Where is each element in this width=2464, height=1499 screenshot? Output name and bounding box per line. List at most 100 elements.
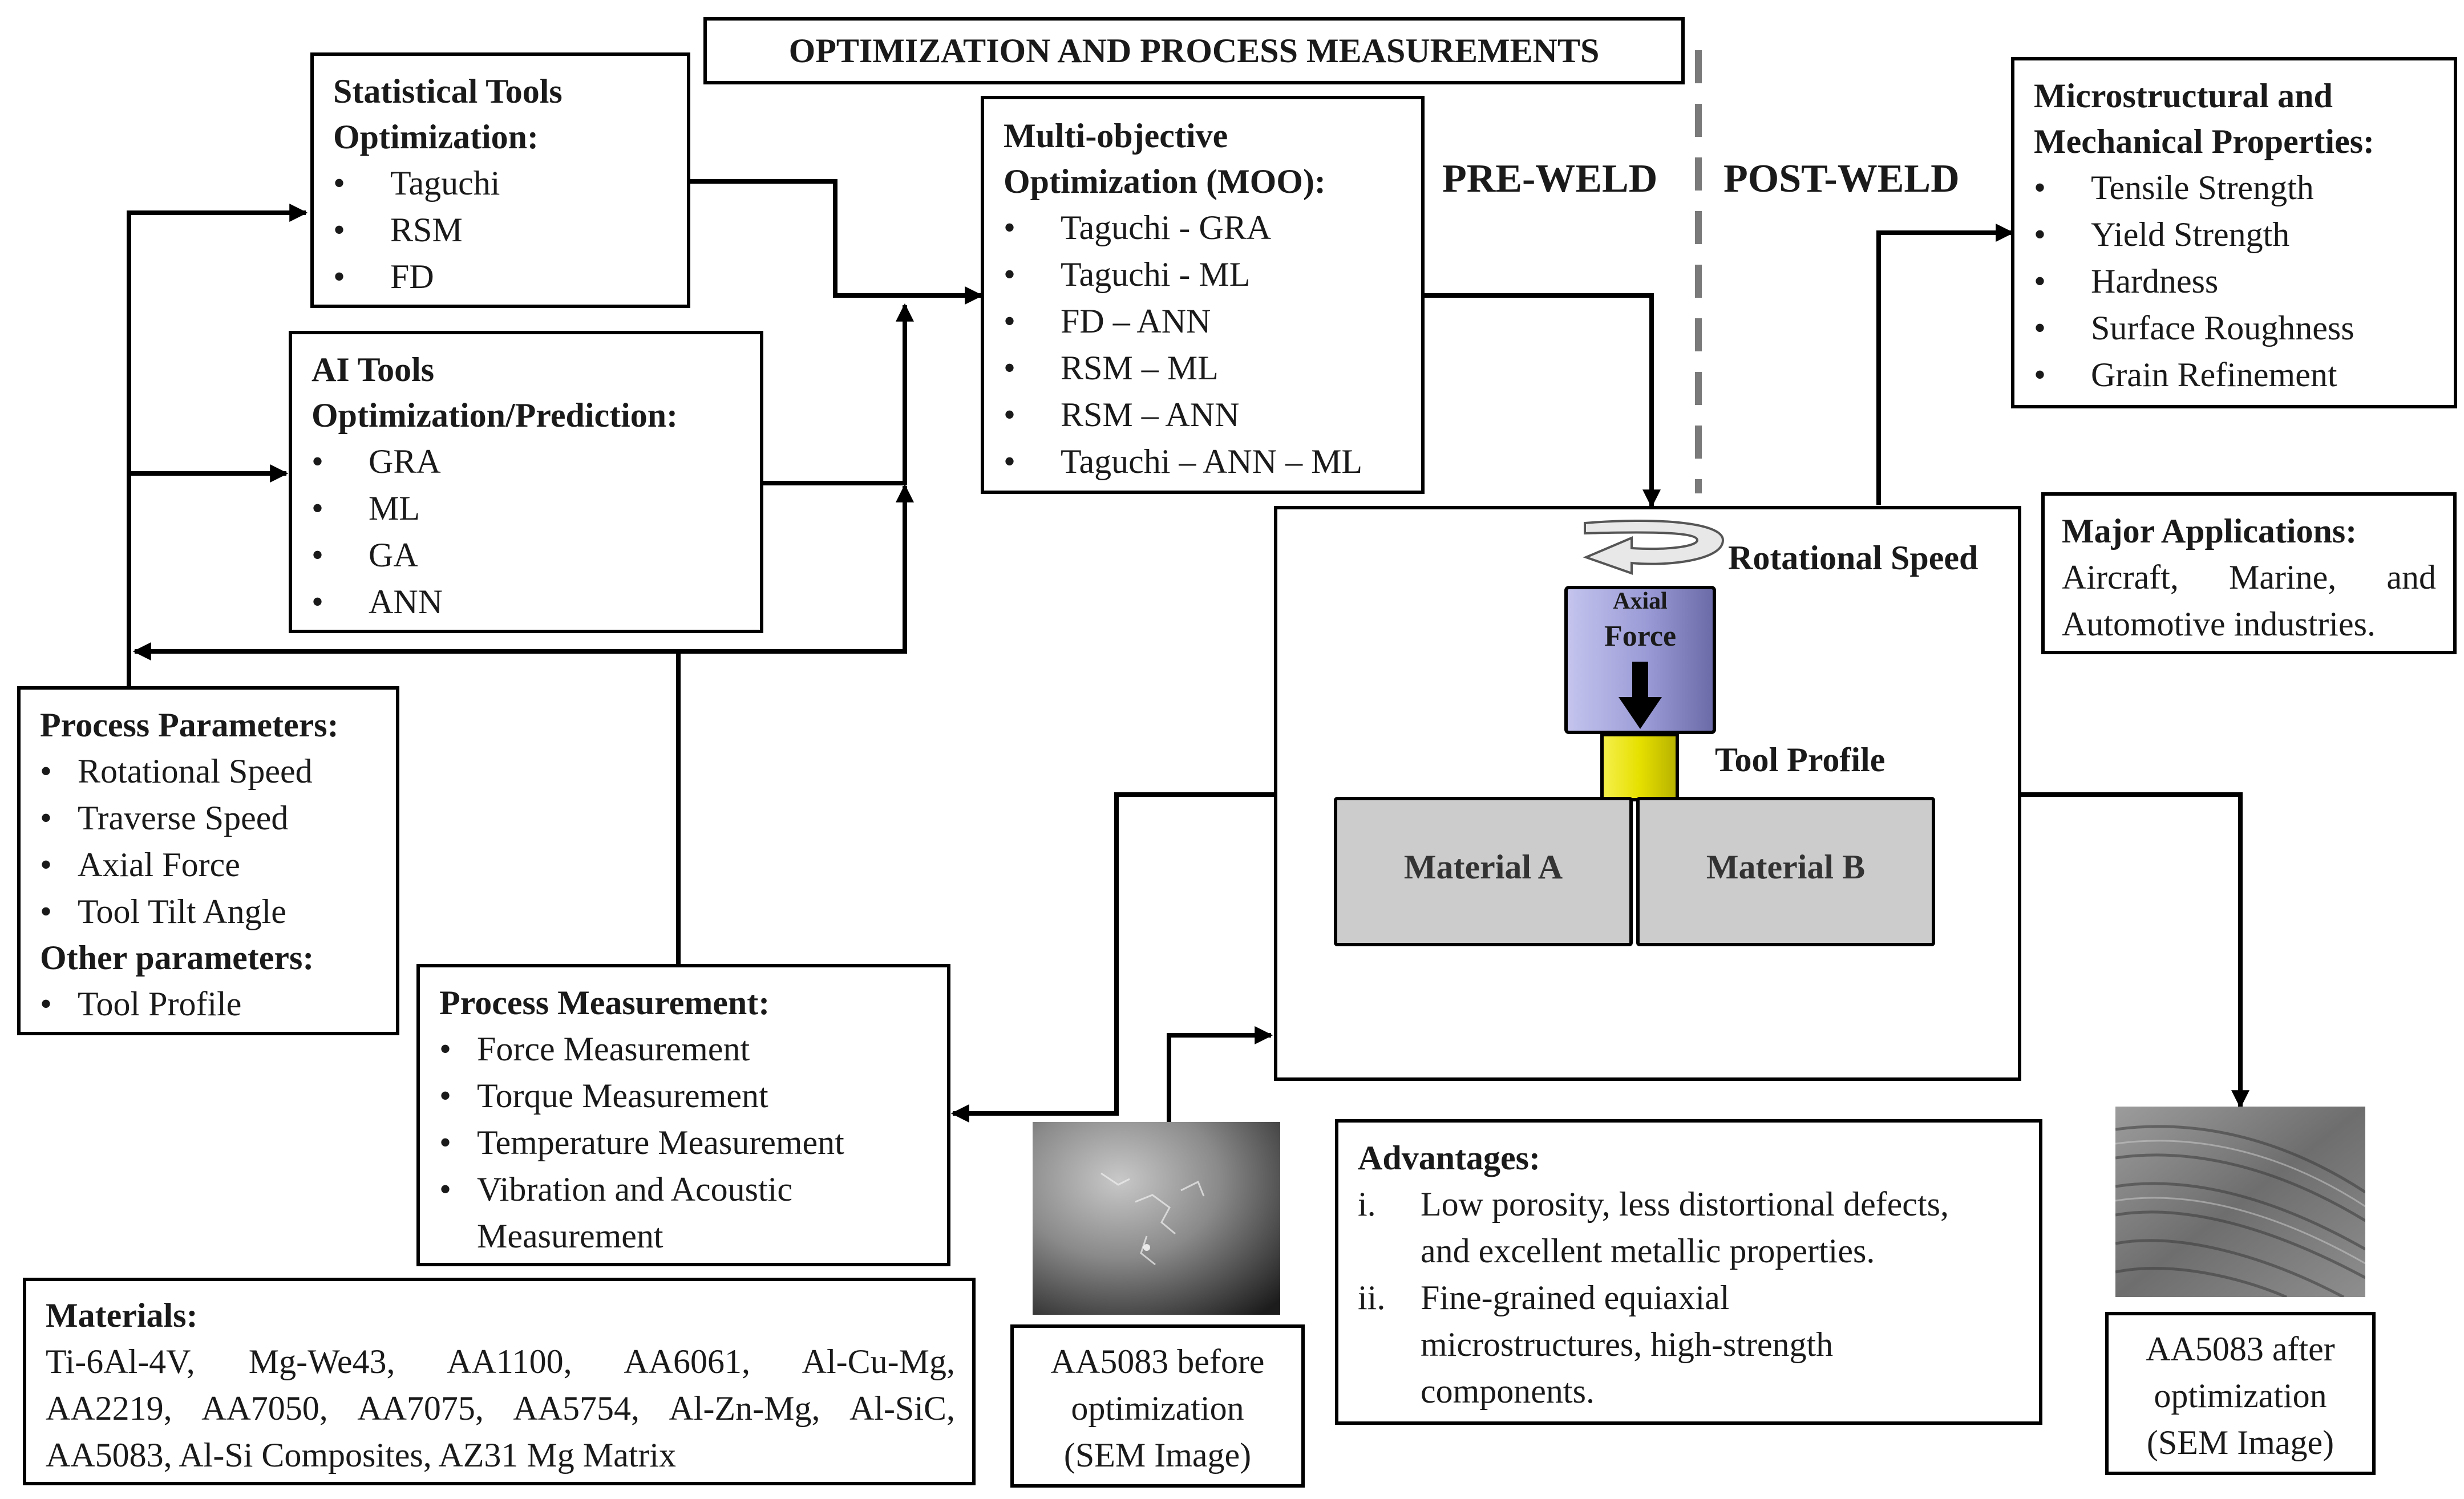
moo-box: Multi-objective Optimization (MOO): Tagu… (981, 96, 1425, 494)
params-list: Rotational Speed Traverse Speed Axial Fo… (40, 748, 396, 935)
list-item: Surface Roughness (2034, 305, 2454, 351)
list-item: Taguchi - ML (1004, 251, 1421, 298)
materials-line-3: AA5083, Al-Si Composites, AZ31 Mg Matrix (46, 1436, 677, 1474)
ai-tools-box: AI Tools Optimization/Prediction: GRA ML… (289, 331, 763, 633)
sem-before-image (1033, 1122, 1280, 1315)
list-item: RSM (333, 206, 687, 253)
materials-line-1: Ti-6Al-4V, Mg-We43, AA1100, AA6061, Al-C… (46, 1343, 955, 1380)
list-item: Traverse Speed (40, 795, 396, 841)
list-item: ML (311, 485, 760, 532)
micro-properties-box: Microstructural and Mechanical Propertie… (2011, 57, 2457, 408)
list-item: ANN (311, 578, 760, 625)
list-item: FD (333, 253, 687, 300)
spine-line (127, 204, 308, 689)
tool-profile-label: Tool Profile (1715, 741, 1886, 779)
material-b-block (1636, 797, 1935, 946)
applications-line-2: Automotive industries. (2062, 605, 2376, 643)
ai-list: GRA ML GA ANN (311, 438, 760, 625)
list-item: Taguchi – ANN – ML (1004, 438, 1421, 485)
advantage-item: ii. Fine-grained equiaxial microstructur… (1358, 1274, 2022, 1415)
applications-line-1: Aircraft, Marine, and (2062, 558, 2436, 596)
advantage-line: Low porosity, less distortional defects, (1421, 1185, 1949, 1223)
measurement-title: Process Measurement: (439, 984, 770, 1022)
advantages-box: Advantages: i. Low porosity, less distor… (1335, 1119, 2042, 1425)
sem-before-line-2: optimization (1071, 1389, 1244, 1427)
other-params-title: Other parameters: (40, 939, 314, 977)
rotational-speed-label: Rotational Speed (1728, 539, 1979, 577)
ai-title-2: Optimization/Prediction: (311, 396, 678, 434)
rotation-arrow-icon (1583, 520, 1725, 575)
materials-box: Materials: Ti-6Al-4V, Mg-We43, AA1100, A… (23, 1278, 976, 1485)
list-item: Yield Strength (2034, 211, 2454, 258)
statistical-tools-box: Statistical Tools Optimization: Taguchi … (310, 52, 690, 308)
pre-weld-label: PRE-WELD (1442, 157, 1658, 201)
advantage-line: Fine-grained equiaxial (1421, 1279, 1730, 1316)
list-item: FD – ANN (1004, 298, 1421, 345)
list-item: Hardness (2034, 258, 2454, 305)
sem-after-line-2: optimization (2154, 1377, 2327, 1415)
advantage-line: microstructures, high-strength (1421, 1326, 1834, 1363)
axial-label-2: Force (1604, 620, 1677, 653)
measurement-item-continuation: Measurement (477, 1217, 663, 1255)
materials-title: Materials: (46, 1297, 198, 1334)
list-item: Force Measurement (439, 1026, 947, 1072)
weld-to-after-arrow (2021, 792, 2249, 1109)
advantage-line: components. (1421, 1372, 1595, 1410)
list-item: Taguchi - GRA (1004, 204, 1421, 251)
advantage-item: i. Low porosity, less distortional defec… (1358, 1181, 2022, 1274)
sem-before-caption: AA5083 before optimization (SEM Image) (1010, 1324, 1305, 1488)
advantage-line: and excellent metallic properties. (1421, 1232, 1875, 1270)
list-item: Grain Refinement (2034, 351, 2454, 398)
diagram-title: OPTIMIZATION AND PROCESS MEASUREMENTS (788, 32, 1600, 70)
moo-title-1: Multi-objective (1004, 117, 1228, 155)
weld-to-micro-arrow (1876, 224, 2014, 505)
ai-to-moo-arrow (763, 303, 914, 485)
measurement-to-ai-arrow (678, 484, 914, 654)
tool-pin (1600, 733, 1679, 801)
micro-title-1: Microstructural and (2034, 77, 2333, 115)
list-item: Tensile Strength (2034, 164, 2454, 211)
list-item: Temperature Measurement (439, 1119, 947, 1166)
material-b-label: Material B (1706, 848, 1866, 886)
ai-title-1: AI Tools (311, 351, 435, 388)
applications-box: Major Applications: Aircraft, Marine, an… (2041, 492, 2457, 654)
process-parameters-box: Process Parameters: Rotational Speed Tra… (17, 686, 399, 1035)
statistical-title-1: Statistical Tools (333, 72, 563, 110)
advantage-number: ii. (1358, 1279, 1386, 1316)
statistical-list: Taguchi RSM FD (333, 160, 687, 300)
sem-after-caption: AA5083 after optimization (SEM Image) (2105, 1312, 2376, 1475)
list-item: Rotational Speed (40, 748, 396, 795)
other-params-list: Tool Profile (40, 981, 396, 1027)
applications-title: Major Applications: (2062, 512, 2357, 550)
sem-after-line-1: AA5083 after (2146, 1330, 2335, 1368)
list-item: GRA (311, 438, 760, 485)
list-item: RSM – ML (1004, 345, 1421, 391)
process-measurement-box: Process Measurement: Force Measurement T… (416, 964, 950, 1266)
axial-label-1: Axial (1613, 588, 1668, 614)
material-a-label: Material A (1403, 848, 1563, 886)
list-item: Torque Measurement (439, 1072, 947, 1119)
sem-after-image (2115, 1107, 2365, 1297)
weld-to-measurement-arrow (950, 792, 1276, 1123)
advantage-number: i. (1358, 1185, 1376, 1223)
moo-list: Taguchi - GRA Taguchi - ML FD – ANN RSM … (1004, 204, 1421, 485)
list-item: RSM – ANN (1004, 391, 1421, 438)
moo-to-weld-arrow (1423, 293, 1661, 508)
list-item: Tool Profile (40, 981, 396, 1027)
sem-after-line-3: (SEM Image) (2146, 1424, 2334, 1461)
materials-line-2: AA2219, AA7050, AA7075, AA5754, Al-Zn-Mg… (46, 1389, 955, 1427)
sem-to-weld-arrow (1167, 1026, 1273, 1122)
axial-force-arrow-icon (1619, 662, 1662, 729)
advantages-title: Advantages: (1358, 1139, 1541, 1177)
list-item: Taguchi (333, 160, 687, 206)
sem-before-line-3: (SEM Image) (1063, 1436, 1252, 1474)
sem-before-line-1: AA5083 before (1050, 1343, 1265, 1380)
measurement-list: Force Measurement Torque Measurement Tem… (439, 1026, 947, 1213)
list-item: GA (311, 532, 760, 578)
list-item: Tool Tilt Angle (40, 888, 396, 935)
params-title: Process Parameters: (40, 706, 339, 744)
micro-title-2: Mechanical Properties: (2034, 123, 2375, 160)
statistical-title-2: Optimization: (333, 118, 539, 156)
moo-title-2: Optimization (MOO): (1004, 163, 1326, 200)
